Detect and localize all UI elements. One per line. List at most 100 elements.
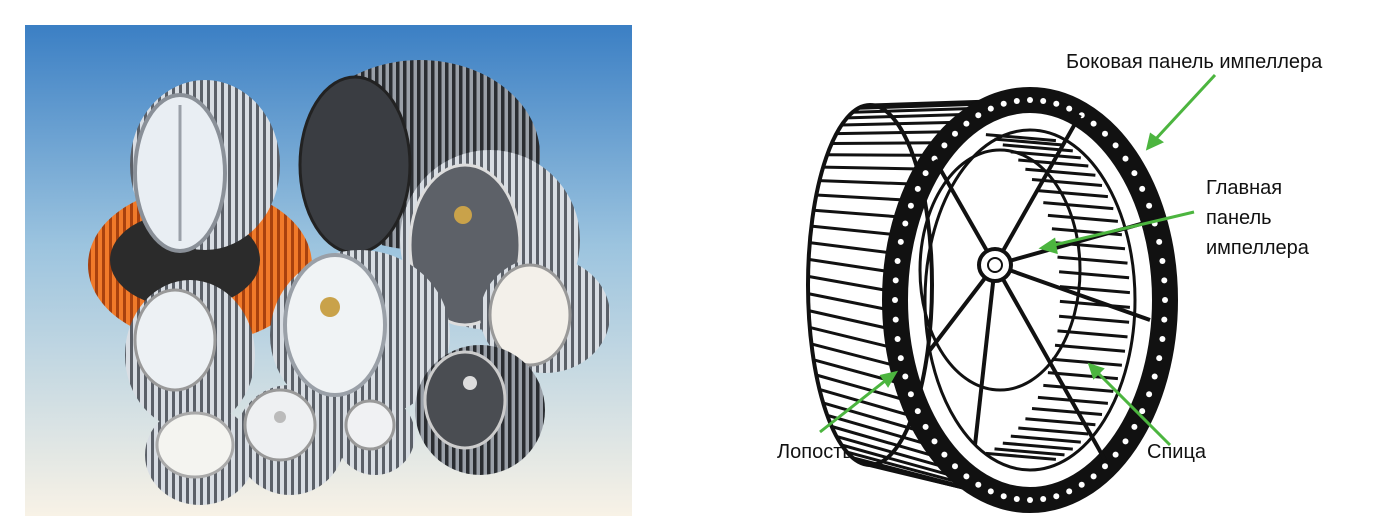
- inner-blade-line: [1059, 285, 1131, 295]
- ring-rivet: [1151, 373, 1158, 380]
- blade-line: [811, 342, 895, 367]
- impeller-diagram: [760, 20, 1390, 520]
- wheel-center: [270, 250, 450, 420]
- ring-rivet: [914, 185, 921, 192]
- arrow-blade-icon: [819, 370, 899, 434]
- inner-blade-line: [1043, 383, 1114, 393]
- blade-line: [807, 274, 888, 292]
- ring-rivet: [902, 220, 909, 227]
- blade-line: [841, 120, 961, 127]
- ring-rivet: [1040, 496, 1047, 502]
- arrow-spoke-icon: [1087, 362, 1172, 447]
- wheel-left-mid: [125, 280, 255, 430]
- blade-line: [831, 425, 939, 459]
- inner-blade-line: [1037, 189, 1109, 199]
- blade-line: [809, 325, 892, 349]
- ring-rivet: [1090, 473, 1097, 480]
- ring-rivet: [914, 408, 921, 415]
- ring-rivet: [922, 170, 929, 177]
- ring-rivet: [1040, 98, 1047, 104]
- inner-blade-line: [1018, 426, 1089, 436]
- impeller-inner-opening: [923, 128, 1137, 472]
- ring-rivet: [894, 258, 901, 264]
- inner-blade-line: [1051, 357, 1123, 367]
- ring-rivet: [1156, 355, 1163, 362]
- ring-rivet: [963, 473, 970, 480]
- ring-rivet: [892, 316, 899, 323]
- ring-rivet: [1027, 97, 1033, 103]
- label-main-panel-line-2: панель: [1206, 207, 1272, 229]
- ring-rivet: [1156, 238, 1163, 245]
- impeller-left-face: [806, 103, 934, 467]
- blade-line: [846, 112, 972, 120]
- label-main-panel-line-1: Главная: [1206, 177, 1283, 199]
- inner-blade-line: [985, 133, 1057, 143]
- ring-rivet: [1066, 105, 1073, 112]
- ring-rivet: [1013, 98, 1020, 104]
- inner-blade-line: [1043, 201, 1114, 211]
- blade-line: [808, 309, 889, 330]
- wheel-right-small: [480, 257, 610, 373]
- blade-line: [831, 141, 939, 145]
- ring-rivet: [892, 297, 898, 303]
- ring-rivet: [941, 142, 948, 149]
- ring-rivet: [1139, 185, 1146, 192]
- inner-blade-line: [1057, 255, 1128, 265]
- blade-line: [808, 257, 889, 273]
- impeller-spokes: [928, 114, 1156, 461]
- inner-blade-line: [994, 447, 1065, 457]
- label-side-panel: Боковая панель импеллера: [1066, 51, 1323, 73]
- blade-line: [811, 224, 895, 237]
- ring-rivet: [987, 488, 994, 495]
- ring-rivet: [1112, 142, 1119, 149]
- ring-rivet: [1146, 202, 1153, 209]
- inner-blade-line: [1025, 167, 1096, 177]
- ring-rivet: [1122, 155, 1129, 162]
- inner-blade-line: [1031, 407, 1103, 416]
- ring-rivet: [1078, 481, 1085, 488]
- ring-rivet: [1090, 120, 1097, 127]
- ring-rivet: [1159, 258, 1166, 264]
- ring-rivet: [1000, 493, 1007, 500]
- ring-rivet: [1053, 100, 1060, 107]
- ring-rivet: [1139, 408, 1146, 415]
- inner-blade-line: [1058, 270, 1130, 280]
- impeller-ring-rivets: [892, 97, 1168, 503]
- ring-rivet: [1112, 451, 1119, 458]
- inner-blade-line: [1010, 150, 1081, 160]
- inner-blade-line: [985, 451, 1057, 461]
- inner-blade-line: [1002, 441, 1073, 451]
- ring-rivet: [963, 120, 970, 127]
- label-main-panel-line-3: импеллера: [1206, 237, 1309, 259]
- wheel-silver-top: [130, 80, 280, 253]
- ring-rivet: [1066, 488, 1073, 495]
- ring-rivet: [975, 481, 982, 488]
- ring-rivet: [987, 105, 994, 112]
- ring-rivet: [1131, 170, 1138, 177]
- inner-blade-line: [1054, 343, 1126, 353]
- label-main-panel: Главная панель импеллера: [1206, 173, 1309, 263]
- label-spoke: Спица: [1147, 441, 1207, 463]
- blade-line: [819, 387, 913, 418]
- blade-line: [822, 401, 921, 433]
- ring-rivet: [897, 238, 904, 245]
- blade-line: [852, 106, 985, 114]
- ring-rivet: [894, 336, 901, 342]
- ring-rivet: [1053, 493, 1060, 500]
- wheel-bottom-small: [335, 395, 415, 475]
- ring-rivet: [1013, 496, 1020, 502]
- ring-rivet: [892, 277, 899, 284]
- ring-rivet: [1161, 277, 1168, 284]
- ring-rivet: [1159, 336, 1166, 342]
- ring-rivet: [1161, 316, 1168, 323]
- wheel-left-bottom: [145, 405, 255, 505]
- blade-line: [809, 241, 891, 255]
- ring-rivet: [902, 373, 909, 380]
- blade-line: [813, 208, 900, 219]
- ring-rivet: [975, 112, 982, 119]
- ring-rivet: [1027, 497, 1033, 503]
- wheel-right-bottom: [415, 345, 545, 475]
- ring-rivet: [952, 130, 958, 137]
- blade-line: [819, 179, 913, 186]
- inner-blade-line: [1058, 314, 1130, 324]
